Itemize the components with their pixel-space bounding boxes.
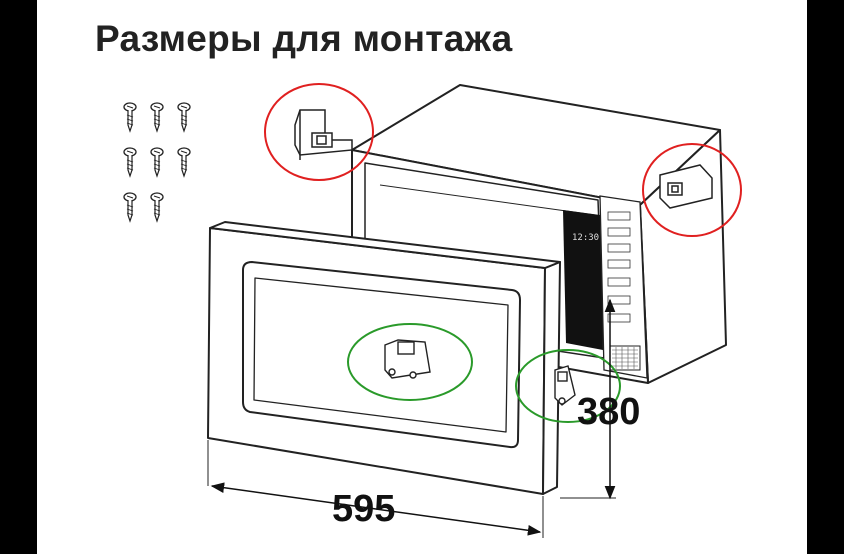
mount-highlights	[347, 323, 621, 423]
bracket-highlight-right	[642, 143, 742, 237]
screw-icon	[177, 102, 191, 132]
mount-foot-right	[554, 365, 576, 406]
page-title: Размеры для монтажа	[95, 18, 513, 59]
bracket-highlights	[264, 83, 742, 237]
height-label: 380	[577, 391, 640, 433]
screw-icon	[123, 147, 137, 177]
screw-icon	[150, 102, 164, 132]
screws-group	[123, 102, 191, 222]
mount-foot-left	[384, 339, 431, 379]
width-dimension: 595	[207, 440, 544, 538]
width-label: 595	[332, 488, 395, 530]
bracket-icon	[659, 164, 713, 209]
mount-highlight-right	[515, 349, 621, 423]
height-dimension: 380	[560, 298, 640, 500]
bracket-highlight-left	[264, 83, 374, 181]
screw-icon	[150, 192, 164, 222]
display-readout: 12:30	[572, 233, 599, 243]
bracket-icon	[294, 109, 353, 160]
trim-frame	[207, 221, 561, 495]
screw-icon	[150, 147, 164, 177]
screw-icon	[123, 192, 137, 222]
screw-icon	[177, 147, 191, 177]
screw-icon	[123, 102, 137, 132]
mount-highlight-left	[347, 323, 473, 401]
